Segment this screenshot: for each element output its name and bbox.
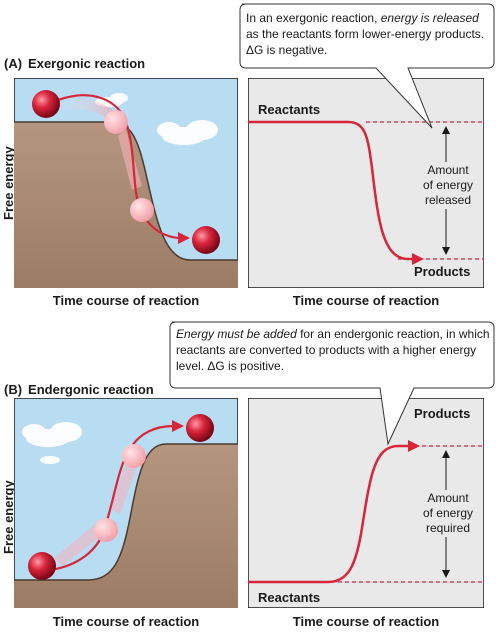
- arrowhead-icon: [172, 420, 184, 432]
- reactant-ball: [32, 90, 60, 118]
- x-axis-label-b-right: Time course of reaction: [292, 614, 440, 629]
- endergonic-hill-illustration: [14, 398, 238, 608]
- ghost-ball: [104, 110, 128, 134]
- products-label-a: Products: [414, 264, 471, 279]
- ghost-ball: [130, 198, 154, 222]
- section-b-letter: (B): [4, 382, 23, 397]
- product-ball: [192, 226, 220, 254]
- amount-required-label: Amount of energy required: [414, 490, 482, 537]
- section-a-title: (A) Exergonic reaction: [4, 56, 145, 71]
- arrowhead-icon: [178, 232, 190, 244]
- x-axis-label-a-right: Time course of reaction: [292, 293, 440, 308]
- products-label-b: Products: [414, 406, 471, 421]
- cloud-icon: [22, 422, 82, 464]
- section-b-title-text: Endergonic reaction: [28, 382, 154, 397]
- hill-terrain: [14, 122, 238, 288]
- callout-bubble-a: [239, 3, 495, 129]
- motion-arrow: [49, 424, 175, 572]
- callout-b-text: Energy must be added for an endergonic r…: [176, 327, 490, 373]
- section-a-title-text: Exergonic reaction: [28, 56, 146, 71]
- section-a-letter: (A): [4, 56, 23, 71]
- x-axis-label-a-left: Time course of reaction: [52, 293, 200, 308]
- energy-curve: [248, 120, 416, 261]
- reactants-label-b: Reactants: [258, 590, 321, 605]
- reactants-label-a: Reactants: [258, 102, 321, 117]
- arrowhead-icon: [412, 253, 424, 265]
- energy-curve: [248, 444, 412, 584]
- callout-bubble-b: [169, 321, 495, 446]
- exergonic-hill-illustration: [14, 78, 238, 288]
- x-axis-label-b-left: Time course of reaction: [52, 614, 200, 629]
- amount-released-label: Amount of energy released: [414, 162, 482, 209]
- product-ball: [186, 414, 214, 442]
- callout-a-text: In an exergonic reaction, energy is rele…: [246, 11, 485, 57]
- cloud-icon: [95, 93, 218, 145]
- motion-arrow: [57, 94, 183, 240]
- section-b-title: (B) Endergonic reaction: [4, 382, 154, 397]
- reactant-ball: [28, 552, 56, 580]
- arrowhead-icon: [408, 440, 420, 452]
